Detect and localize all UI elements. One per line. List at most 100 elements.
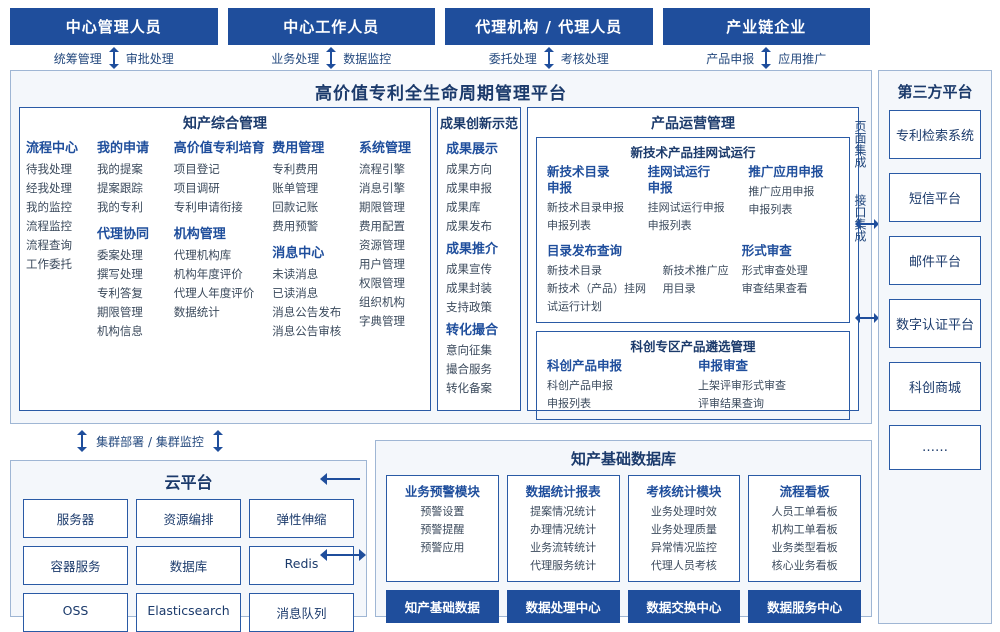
cloud-cell-message-queue[interactable]: 消息队列 (249, 593, 354, 632)
menu-item[interactable]: 异常情况监控 (650, 541, 717, 554)
menu-item[interactable]: 办理情况统计 (530, 523, 597, 536)
menu-item[interactable]: 账单管理 (272, 181, 319, 195)
role-box-0[interactable]: 中心管理人员 (10, 8, 218, 45)
menu-item[interactable]: 流程监控 (26, 219, 72, 233)
menu-item[interactable]: 权限管理 (358, 276, 405, 290)
menu-item[interactable]: 业务流转统计 (530, 541, 597, 554)
menu-item[interactable]: 费用配置 (358, 219, 405, 233)
menu-item[interactable]: 我的专利 (96, 200, 143, 214)
menu-item[interactable]: 代理机构库 (173, 248, 232, 262)
menu-item[interactable]: 回款记账 (272, 200, 319, 214)
menu-item[interactable]: 专利费用 (272, 162, 319, 176)
menu-item[interactable]: 项目调研 (173, 181, 220, 195)
menu-item[interactable]: 期限管理 (96, 305, 143, 319)
menu-item[interactable]: 流程查询 (26, 238, 72, 252)
menu-item[interactable]: 业务类型看板 (771, 541, 838, 554)
menu-item[interactable]: 业务处理质量 (650, 523, 717, 536)
menu-item[interactable]: 经我处理 (26, 181, 72, 195)
menu-item[interactable]: 推广应用申报 (748, 185, 815, 198)
cloud-cell-oss[interactable]: OSS (23, 593, 128, 632)
menu-item[interactable]: 未读消息 (272, 267, 319, 281)
menu-item[interactable]: 成果封装 (446, 281, 492, 295)
menu-item[interactable]: 数据统计 (173, 305, 220, 319)
third-party-item-sms[interactable]: 短信平台 (889, 173, 981, 222)
menu-item[interactable]: 组织机构 (358, 295, 405, 309)
menu-item[interactable]: 申报列表 (547, 219, 591, 232)
menu-item[interactable]: 预警设置 (420, 505, 465, 518)
menu-item[interactable]: 提案跟踪 (96, 181, 143, 195)
role-box-2[interactable]: 代理机构 / 代理人员 (445, 8, 653, 45)
menu-item[interactable]: 期限管理 (358, 200, 405, 214)
cloud-cell-server[interactable]: 服务器 (23, 499, 128, 538)
menu-item[interactable]: 挂网试运行申报 (647, 201, 725, 214)
cloud-cell-redis[interactable]: Redis (249, 546, 354, 585)
menu-item[interactable]: 撮合服务 (446, 362, 492, 376)
menu-item[interactable]: 撰写处理 (96, 267, 143, 281)
role-box-1[interactable]: 中心工作人员 (227, 8, 435, 45)
menu-item[interactable]: 工作委托 (26, 257, 72, 271)
menu-item[interactable]: 待我处理 (26, 162, 72, 176)
menu-item[interactable]: 新技术目录 (547, 264, 602, 277)
menu-item[interactable]: 流程引擎 (358, 162, 405, 176)
menu-item[interactable]: 机构信息 (96, 324, 143, 338)
menu-item[interactable]: 项目登记 (173, 162, 220, 176)
third-party-item-digital-cert[interactable]: 数字认证平台 (889, 299, 981, 348)
menu-item[interactable]: 代理人员考核 (650, 559, 717, 572)
menu-item[interactable]: 科创产品申报 (547, 379, 613, 392)
menu-item[interactable]: 委案处理 (96, 248, 143, 262)
menu-item[interactable]: 消息引擎 (358, 181, 405, 195)
menu-item[interactable]: 转化备案 (446, 381, 492, 395)
cloud-cell-orchestration[interactable]: 资源编排 (136, 499, 241, 538)
menu-item[interactable]: 成果方向 (446, 162, 492, 176)
menu-item[interactable]: 费用预警 (272, 219, 319, 233)
menu-item[interactable]: 上架评审形式审查 (698, 379, 786, 392)
menu-item[interactable]: 意向征集 (446, 343, 492, 357)
menu-item[interactable]: 预警提醒 (420, 523, 465, 536)
menu-item[interactable]: 成果宣传 (446, 262, 492, 276)
menu-item[interactable]: 申报列表 (748, 203, 793, 216)
menu-item[interactable]: 专利申请衔接 (173, 200, 243, 214)
menu-item[interactable]: 成果库 (446, 200, 481, 214)
menu-item[interactable]: 代理服务统计 (530, 559, 597, 572)
third-party-item-email[interactable]: 邮件平台 (889, 236, 981, 285)
menu-item[interactable]: 已读消息 (272, 286, 319, 300)
menu-item[interactable]: 我的监控 (26, 200, 72, 214)
cloud-cell-database[interactable]: 数据库 (136, 546, 241, 585)
menu-item[interactable]: 成果申报 (446, 181, 492, 195)
cloud-cell-elasticsearch[interactable]: Elasticsearch (136, 593, 241, 632)
menu-item[interactable]: 成果发布 (446, 219, 492, 233)
menu-item[interactable]: 代理人年度评价 (173, 286, 255, 300)
menu-item[interactable]: 消息公告审核 (272, 324, 342, 338)
third-party-item-patent-search[interactable]: 专利检索系统 (889, 110, 981, 159)
menu-item[interactable]: 字典管理 (358, 314, 405, 328)
menu-item[interactable]: 用户管理 (358, 257, 405, 271)
db-bottom-service-center[interactable]: 数据服务中心 (748, 590, 861, 623)
menu-item[interactable]: 新技术（产品）挂网试运行计划 (547, 282, 646, 313)
menu-item[interactable]: 专利答复 (96, 286, 143, 300)
cloud-cell-elastic-scaling[interactable]: 弹性伸缩 (249, 499, 354, 538)
menu-item[interactable]: 审查结果查看 (741, 282, 808, 295)
menu-item[interactable]: 我的提案 (96, 162, 143, 176)
db-bottom-exchange-center[interactable]: 数据交换中心 (627, 590, 741, 623)
menu-item[interactable]: 申报列表 (547, 397, 591, 410)
third-party-item-more[interactable]: …… (889, 425, 981, 470)
menu-item[interactable]: 核心业务看板 (771, 559, 838, 572)
role-box-3[interactable]: 产业链企业 (662, 8, 870, 45)
menu-item[interactable]: 业务处理时效 (650, 505, 717, 518)
menu-item[interactable]: 新技术推广应用目录 (662, 264, 729, 295)
menu-item[interactable]: 资源管理 (358, 238, 405, 252)
db-bottom-processing-center[interactable]: 数据处理中心 (506, 590, 620, 623)
menu-item[interactable]: 消息公告发布 (272, 305, 342, 319)
menu-item[interactable]: 预警应用 (420, 541, 465, 554)
menu-item[interactable]: 机构工单看板 (771, 523, 838, 536)
menu-item[interactable]: 人员工单看板 (771, 505, 838, 518)
menu-item[interactable]: 申报列表 (647, 219, 692, 232)
cloud-cell-container-service[interactable]: 容器服务 (23, 546, 128, 585)
menu-item[interactable]: 评审结果查询 (698, 397, 764, 410)
menu-item[interactable]: 机构年度评价 (173, 267, 243, 281)
menu-item[interactable]: 形式审查处理 (741, 264, 808, 277)
menu-item[interactable]: 新技术目录申报 (547, 201, 624, 214)
db-bottom-basic-data[interactable]: 知产基础数据 (386, 590, 499, 623)
third-party-item-sci-mall[interactable]: 科创商城 (889, 362, 981, 411)
menu-item[interactable]: 提案情况统计 (530, 505, 597, 518)
